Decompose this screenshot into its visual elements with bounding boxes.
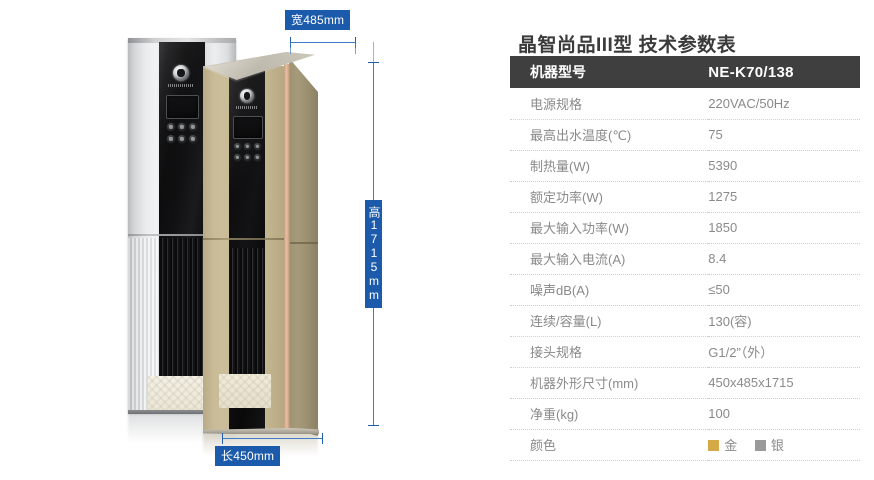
spec-row-key: 机器外形尺寸(mm) <box>510 367 709 399</box>
spec-row-value: 450x485x1715 <box>708 367 860 399</box>
table-row: 净重(kg) 100 <box>510 398 860 430</box>
spec-row-key: 额定功率(W) <box>510 181 709 213</box>
gold-unit-button-1[interactable] <box>234 143 241 150</box>
spec-header-key: 机器型号 <box>530 64 586 80</box>
length-dimension-tick-left <box>222 433 223 444</box>
spec-row-key: 最高出水温度(℃) <box>510 119 709 151</box>
height-extension-top <box>373 42 374 62</box>
gold-unit-grille <box>230 248 264 398</box>
silver-unit-button-3[interactable] <box>189 123 197 131</box>
spec-row-value: 5390 <box>708 150 860 182</box>
height-dimension-label: 高1715mm <box>365 200 382 308</box>
table-row: 电源规格 220VAC/50Hz <box>510 88 860 120</box>
product-photo-panel: 宽485mm 高1715mm 长450mm <box>128 10 382 466</box>
spec-table-title: 晶智尚品III型 技术参数表 <box>518 35 737 56</box>
spec-row-key: 噪声dB(A) <box>510 274 709 306</box>
gold-unit-top-highlight <box>203 52 315 82</box>
spec-header-row: 机器型号 NE-K70/138 <box>510 56 860 88</box>
silver-unit-button-4[interactable] <box>167 135 175 143</box>
spec-row-value: 130(容) <box>708 305 860 337</box>
table-row: 噪声dB(A) ≤50 <box>510 274 860 306</box>
spec-row-key: 最大输入功率(W) <box>510 212 709 244</box>
spec-table-panel: 晶智尚品III型 技术参数表 机器型号 NE-K70/138 电源规格 220V… <box>500 0 874 480</box>
color-option-silver[interactable]: 银 <box>754 435 784 454</box>
table-row: 最大输入电流(A) 8.4 <box>510 243 860 275</box>
table-row-color: 颜色 金 银 <box>510 429 860 461</box>
gold-unit-seam <box>203 238 285 240</box>
spec-header-value: NE-K70/138 <box>708 63 794 81</box>
spec-row-key: 接头规格 <box>510 336 709 368</box>
silver-unit-button-1[interactable] <box>167 123 175 131</box>
width-dimension-line <box>290 42 355 43</box>
spec-row-value: ≤50 <box>708 274 860 306</box>
spec-row-value: 220VAC/50Hz <box>708 88 860 120</box>
silver-unit-display-screen <box>166 95 199 119</box>
spec-row-key: 制热量(W) <box>510 150 709 182</box>
gold-unit-button-3[interactable] <box>254 143 261 150</box>
color-option-gold[interactable]: 金 <box>708 435 737 454</box>
brand-logo-icon-gold <box>240 89 254 103</box>
spec-row-value: 1275 <box>708 181 860 213</box>
silver-color-swatch <box>754 440 766 451</box>
height-dimension-tick-bottom <box>368 425 379 426</box>
length-dimension-tick-right <box>322 433 323 444</box>
table-row: 额定功率(W) 1275 <box>510 181 860 213</box>
gold-unit-base <box>203 428 319 434</box>
table-row: 机器外形尺寸(mm) 450x485x1715 <box>510 367 860 399</box>
length-dimension-line <box>222 438 322 439</box>
spec-table: 机器型号 NE-K70/138 电源规格 220VAC/50Hz 最高出水温度(… <box>510 56 860 461</box>
brand-wordmark-gold <box>236 106 258 109</box>
spec-row-value: G1/2”（外） <box>708 336 860 368</box>
width-extension-left <box>290 42 291 54</box>
gold-unit-top-face <box>203 52 315 82</box>
gold-unit-button-4[interactable] <box>234 154 241 161</box>
gold-unit-button-6[interactable] <box>254 154 261 161</box>
width-dimension-label: 宽485mm <box>285 10 351 30</box>
spec-row-value: 1850 <box>708 212 860 244</box>
length-dimension-label: 长450mm <box>215 446 281 466</box>
spec-color-value: 金 银 <box>708 429 860 461</box>
spec-table-body: 机器型号 NE-K70/138 电源规格 220VAC/50Hz 最高出水温度(… <box>510 56 860 461</box>
silver-unit-button-6[interactable] <box>189 135 197 143</box>
spec-row-value: 100 <box>708 398 860 430</box>
brand-logo-icon <box>173 65 189 81</box>
gold-unit-corner-trim <box>284 64 290 434</box>
silver-color-label: 银 <box>770 438 784 453</box>
table-row: 连续/容量(L) 130(容) <box>510 305 860 337</box>
table-row: 制热量(W) 5390 <box>510 150 860 182</box>
spec-row-value: 8.4 <box>708 243 860 275</box>
silver-unit-button-5[interactable] <box>178 135 186 143</box>
spec-row-key: 最大输入电流(A) <box>510 243 709 275</box>
spec-row-key: 连续/容量(L) <box>510 305 709 337</box>
table-row: 最大输入功率(W) 1850 <box>510 212 860 244</box>
spec-row-key: 电源规格 <box>510 88 709 120</box>
gold-color-label: 金 <box>724 438 738 453</box>
silver-unit-button-2[interactable] <box>178 123 186 131</box>
brand-wordmark <box>168 84 194 87</box>
gold-unit-side-face <box>289 58 318 436</box>
silver-unit-base <box>128 410 236 414</box>
table-row: 接头规格 G1/2”（外） <box>510 336 860 368</box>
width-extension-right <box>355 42 356 54</box>
silver-unit-top-cap <box>128 38 236 43</box>
gold-unit-base-panel <box>219 374 271 408</box>
spec-row-value: 75 <box>708 119 860 151</box>
spec-color-key: 颜色 <box>510 429 709 461</box>
gold-unit-button-5[interactable] <box>244 154 251 161</box>
silver-unit-seam <box>128 234 236 236</box>
gold-color-swatch <box>708 440 720 451</box>
height-dimension-tick-top <box>368 62 379 63</box>
gold-water-heater-unit <box>203 52 319 436</box>
spec-row-key: 净重(kg) <box>510 398 709 430</box>
gold-unit-button-2[interactable] <box>244 143 251 150</box>
table-row: 最高出水温度(℃) 75 <box>510 119 860 151</box>
gold-unit-side-seam <box>289 242 318 244</box>
gold-unit-display-screen <box>233 116 263 139</box>
